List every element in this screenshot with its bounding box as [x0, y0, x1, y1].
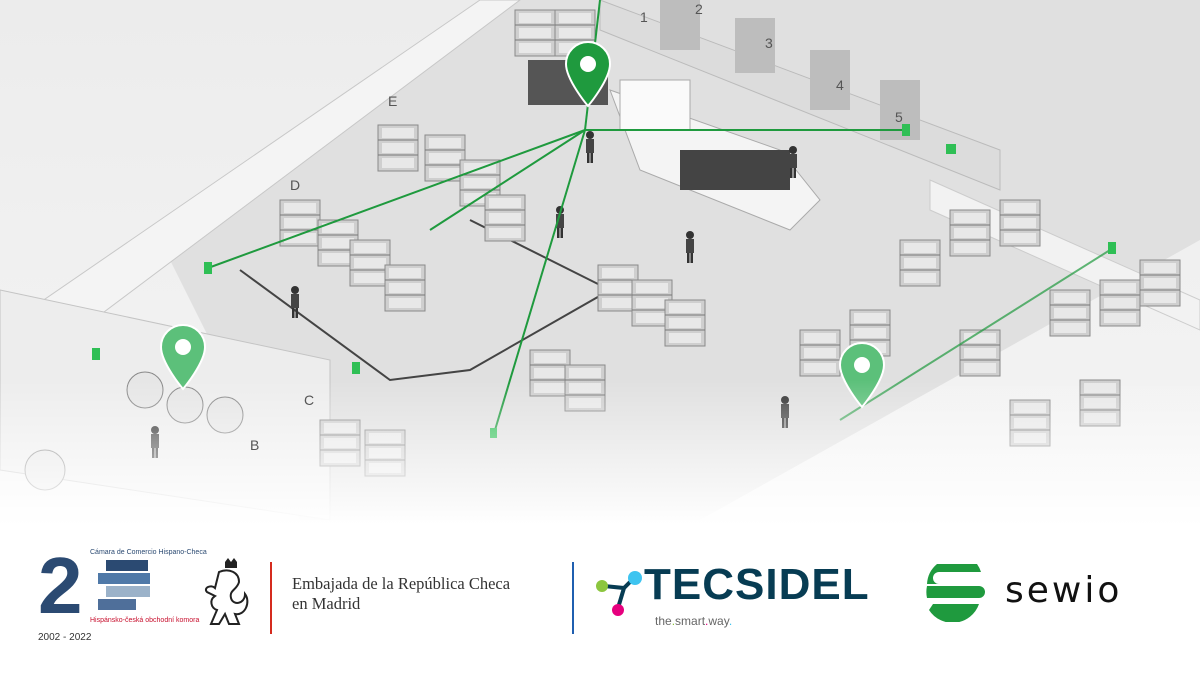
- chamber-bars-icon: [98, 560, 150, 610]
- red-divider: [270, 562, 272, 634]
- svg-text:1: 1: [640, 9, 648, 25]
- blue-divider: [572, 562, 574, 634]
- chamber-of-commerce-logo: 2 Cámara de Comercio Hispano-Checa Hispá…: [38, 541, 207, 646]
- embassy-text: Embajada de la República Checa en Madrid: [292, 574, 510, 614]
- svg-text:B: B: [250, 437, 259, 453]
- svg-text:C: C: [304, 392, 314, 408]
- svg-text:3: 3: [765, 35, 773, 51]
- czech-lion-emblem-icon: [205, 558, 249, 625]
- embassy-line-1: Embajada de la República Checa: [292, 574, 511, 593]
- tecsidel-logo: TECSIDEL: [644, 560, 870, 609]
- svg-text:D: D: [290, 177, 300, 193]
- svg-text:5: 5: [895, 109, 903, 125]
- svg-text:2: 2: [695, 1, 703, 17]
- chamber-big-number: 2: [38, 541, 83, 630]
- svg-text:4: 4: [836, 77, 844, 93]
- dock-doors: 1 2 3 4 5 E D C B: [250, 1, 903, 453]
- tecsidel-nodes-icon: [596, 571, 642, 616]
- chamber-years: 2002 - 2022: [38, 632, 92, 643]
- chamber-name-cz: Hispánsko-česká obchodní komora: [90, 617, 200, 624]
- tecsidel-tagline: the.smart.way.: [655, 614, 733, 628]
- partner-logos: 2 Cámara de Comercio Hispano-Checa Hispá…: [0, 540, 1200, 650]
- svg-text:E: E: [388, 93, 397, 109]
- location-pin-icon[interactable]: [564, 40, 612, 108]
- sewio-logo: sewio: [1005, 570, 1123, 611]
- embassy-line-2: en Madrid: [292, 594, 361, 613]
- bottom-fade: [0, 380, 1200, 675]
- chamber-name-es: Cámara de Comercio Hispano-Checa: [90, 549, 207, 556]
- sewio-s-icon: [926, 564, 985, 622]
